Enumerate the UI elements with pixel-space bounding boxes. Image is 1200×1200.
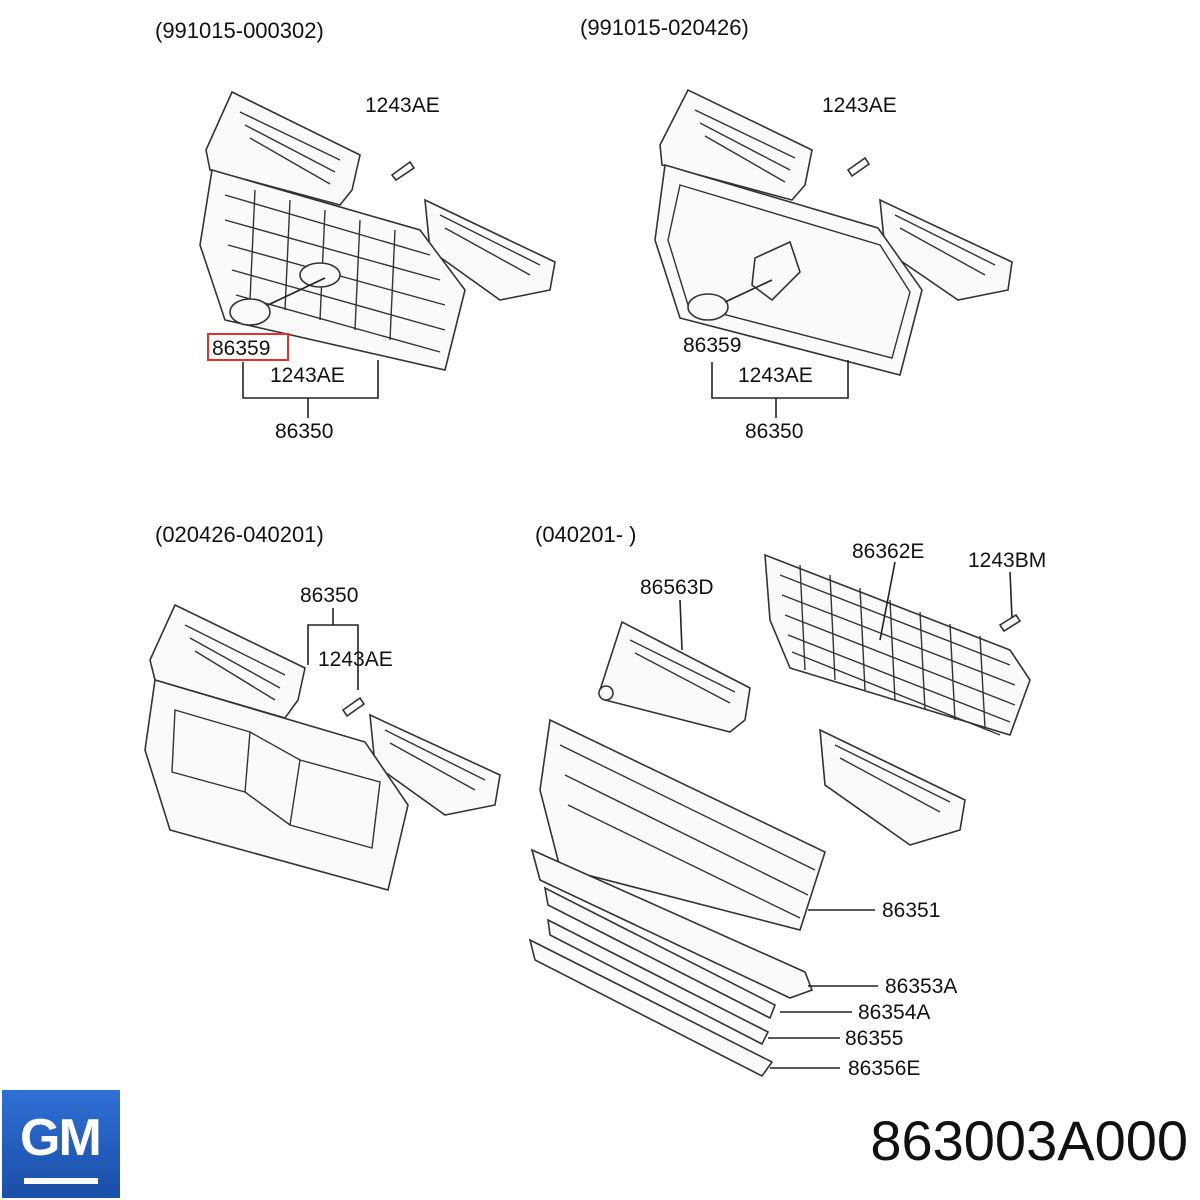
label-1243ae: 1243AE bbox=[318, 648, 393, 671]
panel-3-header: (020426-040201) bbox=[155, 522, 324, 547]
panel-1-header: (991015-000302) bbox=[155, 18, 324, 43]
label-1243ae-top: 1243AE bbox=[365, 94, 440, 117]
label-1243bm: 1243BM bbox=[968, 549, 1046, 572]
label-86353a: 86353A bbox=[885, 975, 957, 998]
panel-4-header: (040201- ) bbox=[535, 522, 637, 547]
panel-3: (020426-040201) 86350 1243AE bbox=[144, 522, 501, 891]
highlight-box bbox=[207, 333, 289, 361]
label-86354a: 86354A bbox=[858, 1001, 930, 1024]
gm-logo: GM bbox=[2, 1090, 120, 1198]
logo-underline bbox=[24, 1178, 98, 1184]
label-86563d: 86563D bbox=[640, 576, 714, 599]
label-86355: 86355 bbox=[845, 1027, 903, 1050]
panel-1: (991015-000302) 1243AE 86359 1243AE 8635… bbox=[155, 18, 556, 443]
logo-text: GM bbox=[20, 1109, 102, 1167]
label-1243ae-top: 1243AE bbox=[822, 94, 897, 117]
panel-2: (991015-020426) 1243AE 86359 1243AE 8635… bbox=[580, 15, 1013, 443]
label-86359: 86359 bbox=[212, 337, 270, 360]
label-86351: 86351 bbox=[882, 899, 940, 922]
label-86356e: 86356E bbox=[848, 1057, 920, 1080]
label-1243ae-bracket: 1243AE bbox=[270, 364, 345, 387]
label-86362e: 86362E bbox=[852, 540, 924, 563]
label-1243ae-bracket: 1243AE bbox=[738, 364, 813, 387]
label-86350: 86350 bbox=[275, 420, 333, 443]
label-86359: 86359 bbox=[683, 334, 741, 357]
mesh-pattern bbox=[779, 564, 1016, 736]
label-86350: 86350 bbox=[300, 584, 358, 607]
part-number: 863003A000 bbox=[870, 1109, 1188, 1172]
panel-2-header: (991015-020426) bbox=[580, 15, 749, 40]
label-86350: 86350 bbox=[745, 420, 803, 443]
panel-4: (040201- ) 86563D 86362E 1243 bbox=[528, 522, 1046, 1080]
